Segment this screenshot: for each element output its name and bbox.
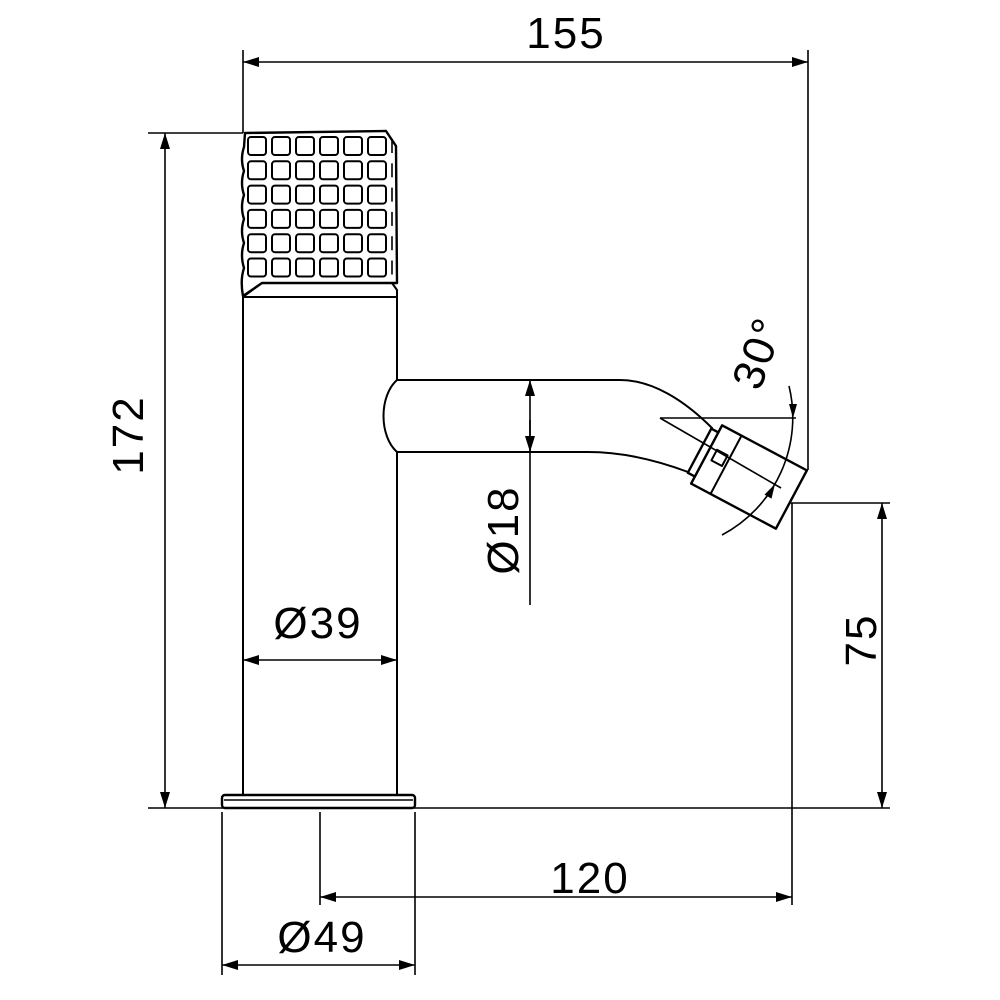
knurl-cell (319, 160, 339, 181)
knurl-cell (295, 233, 315, 254)
aerator (686, 424, 809, 530)
knurl-cell (295, 184, 315, 205)
knurl-cell (247, 233, 267, 254)
dimension-label: 120 (550, 854, 629, 903)
dimension-height: 172 (104, 132, 890, 809)
knurl-cell (295, 136, 315, 156)
knurl-cell (271, 257, 291, 278)
knurl-cell (367, 136, 387, 156)
knurl-cell (247, 136, 267, 156)
knurl-cell (247, 257, 267, 278)
knurl-cell (343, 184, 363, 205)
knurl-cell (271, 233, 291, 254)
dimension-outlet-height: 75 (790, 502, 890, 808)
faucet (220, 129, 809, 810)
aerator-slot (710, 448, 729, 468)
spout-root-cap (382, 379, 398, 453)
knurl-cell (343, 233, 363, 254)
dimension-label: Ø39 (273, 599, 362, 648)
knurl-cell (295, 208, 315, 229)
knurl-cell (295, 257, 315, 278)
knurl-cell (247, 184, 267, 205)
knurl-pattern (247, 136, 393, 278)
knurl-cell (271, 184, 291, 205)
knurl-cell (271, 160, 291, 181)
knurl-cell (319, 184, 339, 205)
knurl-cell (367, 257, 387, 278)
spout-bottom-edge (396, 451, 689, 473)
knurl-cell (271, 136, 291, 156)
knurl-cell (247, 160, 267, 181)
dimension-label: 30° (723, 311, 794, 396)
knurl-cell (247, 208, 267, 229)
dimension-base-diameter: Ø49 (221, 812, 416, 975)
dimension-spout-reach: 120 (319, 503, 793, 905)
knurl-cell (367, 184, 387, 205)
angle-arrow-top (789, 404, 797, 418)
angle-reference-axis (659, 417, 782, 489)
dimension-label: 172 (104, 395, 153, 474)
knurl-cell (343, 257, 363, 278)
handle-collar (242, 282, 398, 298)
aerator-ring (709, 434, 743, 495)
knurl-cell (343, 136, 363, 156)
dimension-label: Ø18 (479, 485, 528, 574)
knurl-cell (319, 136, 339, 156)
knurl-cell (343, 208, 363, 229)
angle-arrow-bottom (764, 484, 775, 499)
knurl-cell (343, 160, 363, 181)
dimension-width: 155 (242, 9, 809, 470)
knurl-cell (319, 257, 339, 278)
knurl-cell (367, 208, 387, 229)
knurl-cell (367, 160, 387, 181)
knurl-cell (319, 233, 339, 254)
knurl-cell (367, 233, 387, 254)
knurl-cell (319, 208, 339, 229)
base-plate (220, 793, 417, 810)
dimension-spout-diameter: Ø18 (479, 380, 535, 605)
dimension-body-diameter: Ø39 (243, 599, 397, 665)
knurl-cell (271, 208, 291, 229)
knurl-cell (295, 160, 315, 181)
dimension-label: Ø49 (277, 913, 366, 962)
dimension-label: 75 (837, 614, 886, 667)
dimension-label: 155 (526, 9, 605, 58)
